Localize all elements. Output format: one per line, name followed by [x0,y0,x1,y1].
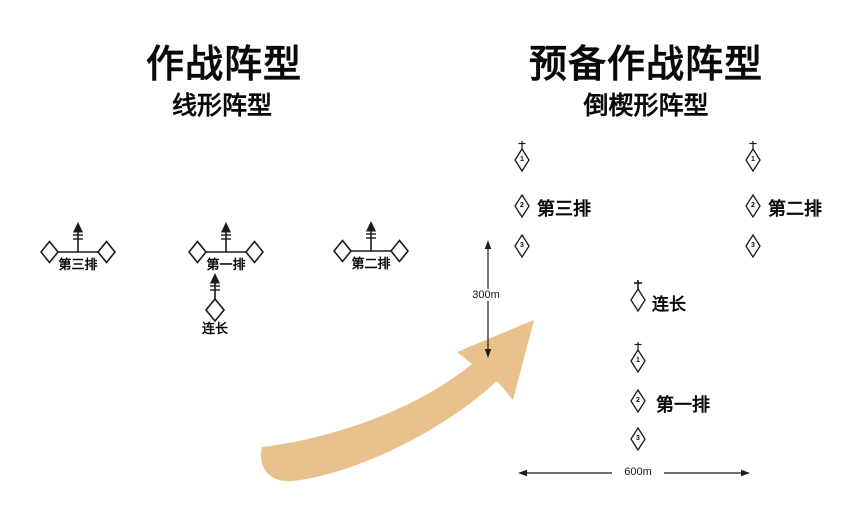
squad-number: 2 [520,202,524,209]
squad-symbol-third-3: 3 [514,225,530,259]
commander-label: 连长 [201,321,229,336]
platoon-unit-icon [40,222,116,264]
left-panel-subtitle: 线形阵型 [171,92,273,120]
advance-arrow-icon [260,320,534,482]
squad-symbol-first-3: 3 [630,418,646,452]
squad-symbol-first-1: 1 [630,340,646,374]
squad-symbol-third-1: 1 [514,139,530,173]
commander-icon [630,280,646,313]
squad-number: 1 [751,156,755,163]
squad-icon [630,426,646,452]
platoon-symbol-first: 第一排 [188,221,264,281]
squad-lead-icon [630,342,646,374]
platoon-symbol-second: 第二排 [333,220,409,280]
third-platoon-label: 第三排 [537,199,591,219]
squad-number: 3 [520,242,524,249]
squad-number: 1 [520,156,524,163]
squad-number: 1 [636,357,640,364]
squad-number: 2 [751,202,755,209]
second-platoon-label: 第二排 [768,199,822,219]
squad-icon [745,193,761,219]
squad-symbol-third-2: 2 [514,185,530,219]
squad-symbol-second-3: 3 [745,225,761,259]
first-platoon-label: 第一排 [656,395,710,415]
depth-measure-label: 300m [464,289,508,301]
right-panel-subtitle: 倒楔形阵型 [583,92,709,120]
squad-icon [514,193,530,219]
platoon-label: 第二排 [351,256,391,271]
squad-symbol-second-2: 2 [745,185,761,219]
platoon-unit-icon [333,221,409,263]
platoon-symbol-third: 第三排 [40,221,116,281]
squad-icon [514,233,530,259]
squad-icon [745,233,761,259]
commander-symbol-left: 连长 [201,272,229,342]
width-measure-label: 600m [612,466,664,478]
platoon-unit-icon [188,222,264,264]
advance-arrow-shape [260,320,534,482]
squad-icon [630,388,646,414]
left-panel-title: 作战阵型 [145,44,303,86]
commander-symbol-right [630,279,646,313]
squad-number: 3 [636,435,640,442]
right-panel-title: 预备作战阵型 [528,44,764,86]
squad-number: 2 [636,397,640,404]
squad-number: 3 [751,242,755,249]
squad-lead-icon [745,141,761,173]
squad-symbol-second-1: 1 [745,139,761,173]
commander-label-right: 连长 [652,295,686,314]
commander-unit-icon [204,273,226,322]
platoon-label: 第一排 [206,257,246,272]
squad-symbol-first-2: 2 [630,380,646,414]
platoon-label: 第三排 [58,257,98,272]
squad-lead-icon [514,141,530,173]
